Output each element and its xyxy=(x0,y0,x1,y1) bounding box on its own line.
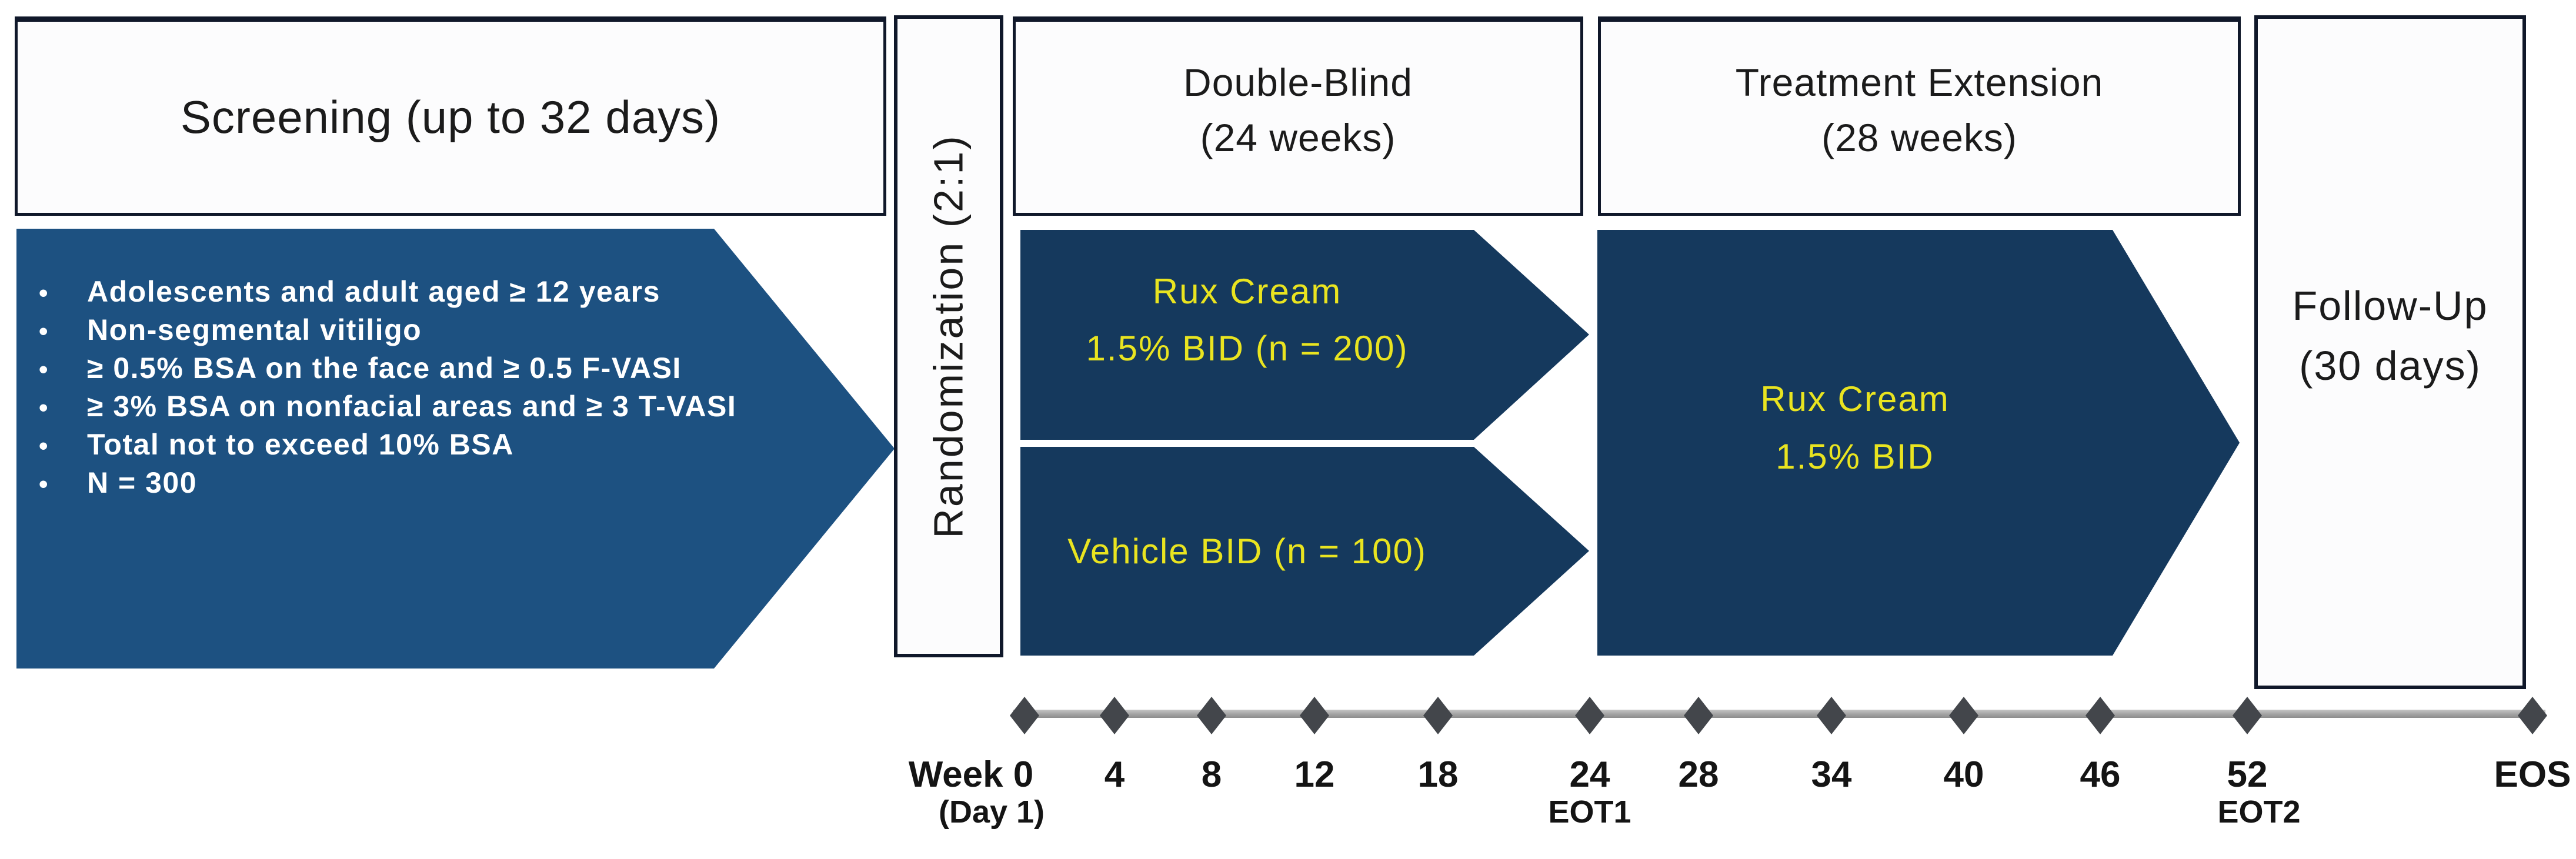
screening-criterion-text: Adolescents and adult aged ≥ 12 years xyxy=(87,275,660,308)
screening-criterion-text: ≥ 3% BSA on nonfacial areas and ≥ 3 T-VA… xyxy=(87,390,737,423)
rux-cream-arm-label-line2: 1.5% BID (n = 200) xyxy=(1086,328,1409,368)
timeline-tick-label: 24 xyxy=(1569,754,1610,795)
extension-arm-label: Rux Cream 1.5% BID xyxy=(1597,230,2113,641)
timeline-tick-sublabel: EOT1 xyxy=(1548,794,1631,830)
treatment-extension-title-line1: Treatment Extension xyxy=(1735,60,2104,104)
follow-up-title-line2: (30 days) xyxy=(2299,343,2481,389)
rux-cream-arm-arrow: Rux Cream 1.5% BID (n = 200) xyxy=(1020,230,1589,440)
timeline-tick-label: 28 xyxy=(1678,754,1719,795)
screening-criterion-text: ≥ 0.5% BSA on the face and ≥ 0.5 F-VASI xyxy=(87,352,682,385)
visit-diamond-icon xyxy=(1684,697,1713,734)
screening-arrow: Adolescents and adult aged ≥ 12 yearsNon… xyxy=(16,229,895,669)
bullet-dot-icon xyxy=(39,275,52,312)
screening-criterion: Non-segmental vitiligo xyxy=(39,312,736,350)
timeline-tick-sublabel: EOT2 xyxy=(2217,794,2301,830)
visit-diamond-icon xyxy=(1100,697,1129,734)
visit-diamond-icon xyxy=(1423,697,1453,734)
treatment-extension-title-line2: (28 weeks) xyxy=(1821,115,2017,159)
visit-diamond-icon xyxy=(1575,697,1604,734)
timeline-tick-label: 40 xyxy=(1943,754,1984,795)
rux-cream-arm-label: Rux Cream 1.5% BID (n = 200) xyxy=(1020,230,1474,425)
rux-cream-arm-label-line1: Rux Cream xyxy=(1152,271,1342,311)
visit-diamond-icon xyxy=(2086,697,2115,734)
visit-diamond-icon xyxy=(2518,697,2547,734)
screening-phase-box: Screening (up to 32 days) xyxy=(15,16,886,216)
timeline-tick-label: 4 xyxy=(1104,754,1125,795)
follow-up-phase-box: Follow-Up (30 days) xyxy=(2254,15,2526,689)
timeline-tick-sublabel: (Day 1) xyxy=(938,794,1045,830)
extension-arm-arrow: Rux Cream 1.5% BID xyxy=(1597,230,2240,656)
double-blind-title-line1: Double-Blind xyxy=(1183,60,1413,104)
double-blind-title-line2: (24 weeks) xyxy=(1200,115,1396,159)
visit-diamond-icon xyxy=(2233,697,2262,734)
follow-up-title-line1: Follow-Up xyxy=(2292,283,2488,329)
visit-diamond-icon xyxy=(1949,697,1978,734)
vehicle-arm-arrow: Vehicle BID (n = 100) xyxy=(1020,447,1589,656)
timeline-tick-label: 46 xyxy=(2080,754,2121,795)
bullet-dot-icon xyxy=(39,428,52,464)
visit-diamond-icon xyxy=(1300,697,1329,734)
screening-criterion: ≥ 0.5% BSA on the face and ≥ 0.5 F-VASI xyxy=(39,350,736,388)
bullet-dot-icon xyxy=(39,313,52,350)
screening-criterion: ≥ 3% BSA on nonfacial areas and ≥ 3 T-VA… xyxy=(39,388,736,426)
screening-criterion-text: Total not to exceed 10% BSA xyxy=(87,428,514,461)
randomization-box: Randomization (2:1) xyxy=(894,15,1003,657)
visit-diamond-icon xyxy=(1010,697,1039,734)
extension-arm-label-line1: Rux Cream xyxy=(1760,379,1950,419)
vehicle-arm-label-text: Vehicle BID (n = 100) xyxy=(1067,532,1427,571)
timeline-tick-label: 34 xyxy=(1811,754,1852,795)
timeline-axis xyxy=(1013,710,2545,718)
visit-diamond-icon xyxy=(1197,697,1226,734)
bullet-dot-icon xyxy=(39,466,52,503)
treatment-extension-phase-box: Treatment Extension (28 weeks) xyxy=(1598,16,2241,216)
timeline-tick-label: Week 0 xyxy=(908,754,1034,795)
screening-criterion-text: N = 300 xyxy=(87,466,198,499)
screening-phase-title: Screening (up to 32 days) xyxy=(180,91,721,143)
bullet-dot-icon xyxy=(39,352,52,388)
timeline-tick-label: 18 xyxy=(1417,754,1459,795)
bullet-dot-icon xyxy=(39,390,52,426)
timeline-tick-label: EOS xyxy=(2494,754,2571,795)
extension-arm-label-line2: 1.5% BID xyxy=(1776,437,1934,476)
randomization-label: Randomization (2:1) xyxy=(926,134,972,539)
timeline-tick-label: 8 xyxy=(1201,754,1222,795)
screening-criterion: Total not to exceed 10% BSA xyxy=(39,426,736,464)
timeline-tick-label: 12 xyxy=(1294,754,1335,795)
timeline-tick-label: 52 xyxy=(2227,754,2268,795)
screening-criterion-text: Non-segmental vitiligo xyxy=(87,313,422,346)
visit-diamond-icon xyxy=(1817,697,1846,734)
screening-criterion: Adolescents and adult aged ≥ 12 years xyxy=(39,273,736,312)
vehicle-arm-label: Vehicle BID (n = 100) xyxy=(1020,447,1474,656)
screening-criterion: N = 300 xyxy=(39,464,736,503)
double-blind-phase-box: Double-Blind (24 weeks) xyxy=(1013,16,1583,216)
screening-criteria-list: Adolescents and adult aged ≥ 12 yearsNon… xyxy=(16,229,736,503)
